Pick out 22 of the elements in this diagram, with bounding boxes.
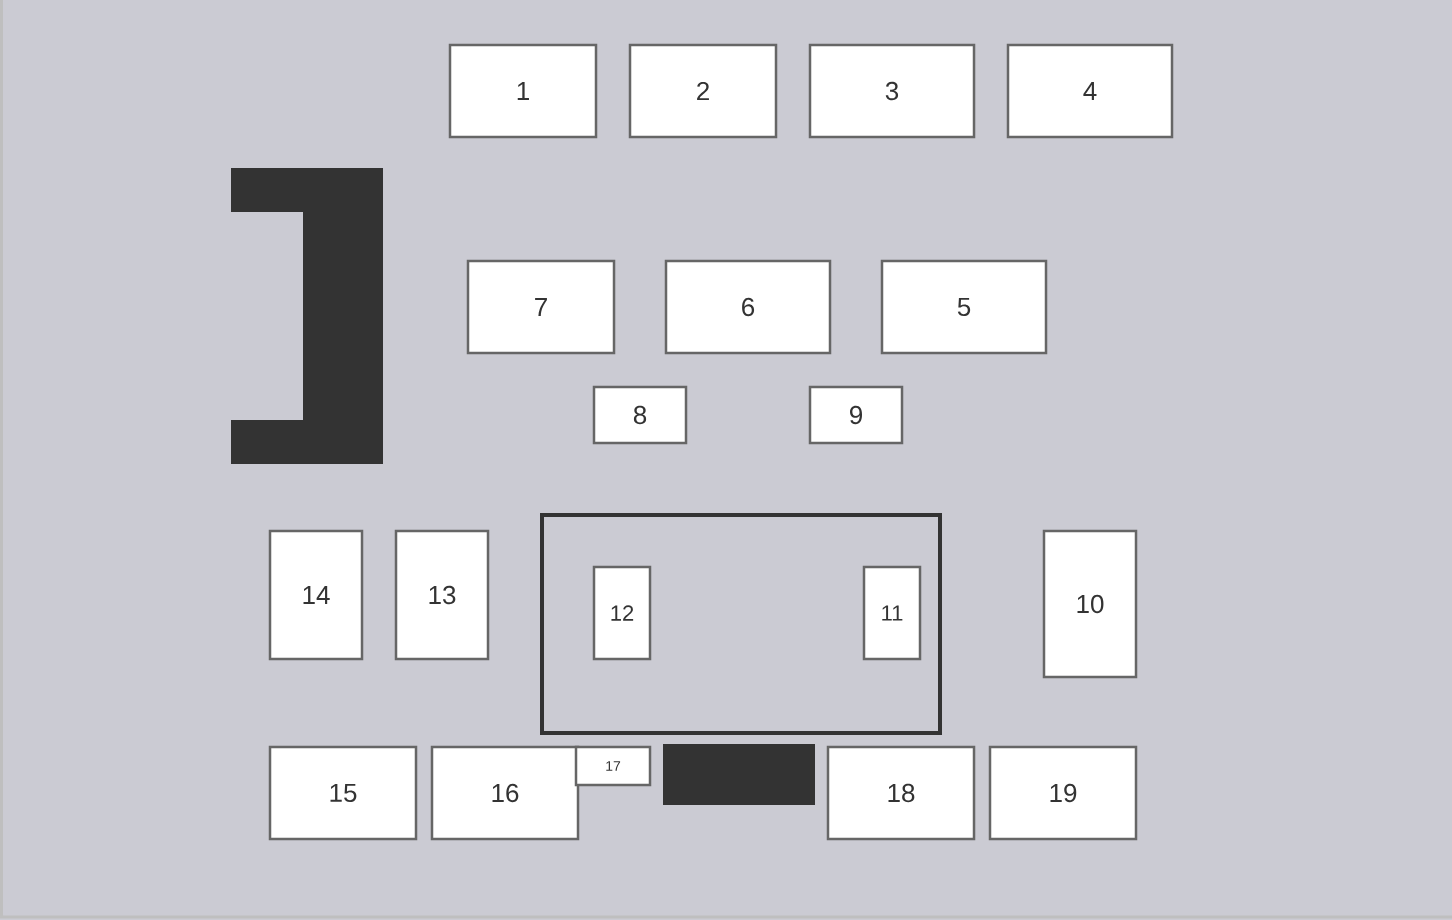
seat-box: 15 xyxy=(268,745,418,841)
seat-box: 18 xyxy=(826,745,976,841)
seat-box: 13 xyxy=(394,529,490,661)
seat-box: 6 xyxy=(664,259,832,355)
seat-box: 14 xyxy=(268,529,364,661)
seat-box: 8 xyxy=(592,385,688,445)
seat-box: 3 xyxy=(808,43,976,139)
seat-box: 17 xyxy=(574,745,652,787)
seat-box: 2 xyxy=(628,43,778,139)
seat-box: 10 xyxy=(1042,529,1138,679)
seat-box: 4 xyxy=(1006,43,1174,139)
seat-box: 16 xyxy=(430,745,580,841)
dark-block xyxy=(663,744,815,805)
seat-box: 11 xyxy=(862,565,922,661)
area-outline xyxy=(540,513,942,735)
seat-box: 19 xyxy=(988,745,1138,841)
bracket-shape xyxy=(231,168,383,464)
seat-box: 7 xyxy=(466,259,616,355)
seat-box: 12 xyxy=(592,565,652,661)
seat-box: 1 xyxy=(448,43,598,139)
seat-box: 5 xyxy=(880,259,1048,355)
seat-box: 9 xyxy=(808,385,904,445)
